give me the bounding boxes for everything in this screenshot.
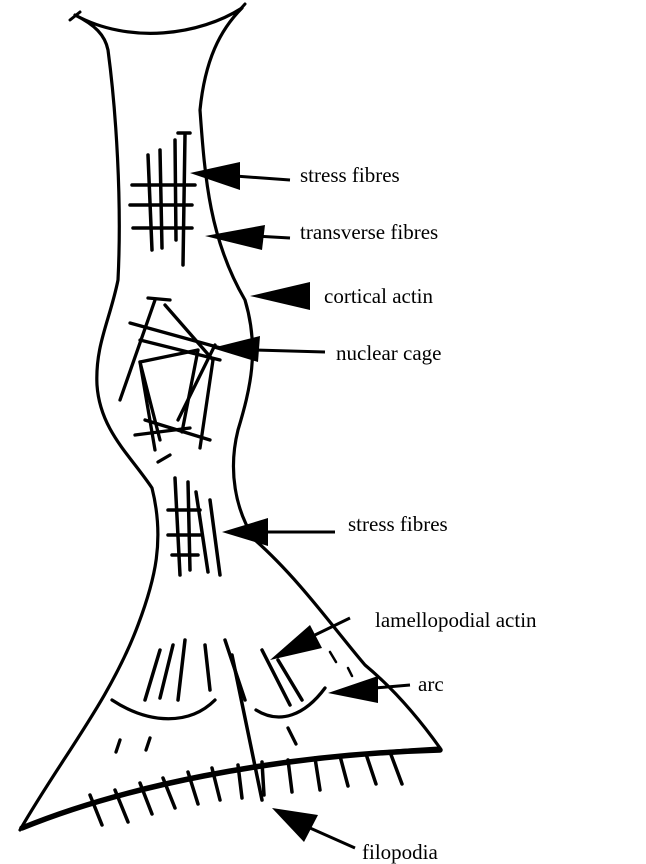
- label-stress-fibres-mid: stress fibres: [348, 512, 448, 536]
- label-nuclear-cage: nuclear cage: [336, 341, 442, 365]
- label-arc: arc: [418, 672, 444, 696]
- membrane-dashes: [328, 650, 354, 678]
- arc-lines: [110, 686, 327, 754]
- filopodia-spikes: [88, 750, 404, 827]
- label-cortical-actin: cortical actin: [324, 284, 434, 308]
- label-stress-fibres-top: stress fibres: [300, 163, 400, 187]
- top-right-tip: [234, 2, 247, 16]
- label-lamellopodial-actin: lamellopodial actin: [375, 608, 537, 632]
- stress-fibres-mid-lines: [166, 476, 222, 577]
- label-transverse-fibres: transverse fibres: [300, 220, 439, 244]
- cell-outline: [18, 6, 442, 832]
- leading-edge: [19, 747, 443, 831]
- stress-fibres-top-lines: [128, 131, 197, 267]
- nuclear-cage-lines: [118, 296, 237, 464]
- lamellopodial-fibres: [143, 638, 304, 802]
- top-left-tip: [68, 10, 82, 22]
- arrows: [190, 162, 411, 850]
- label-filopodia: filopodia: [362, 840, 438, 864]
